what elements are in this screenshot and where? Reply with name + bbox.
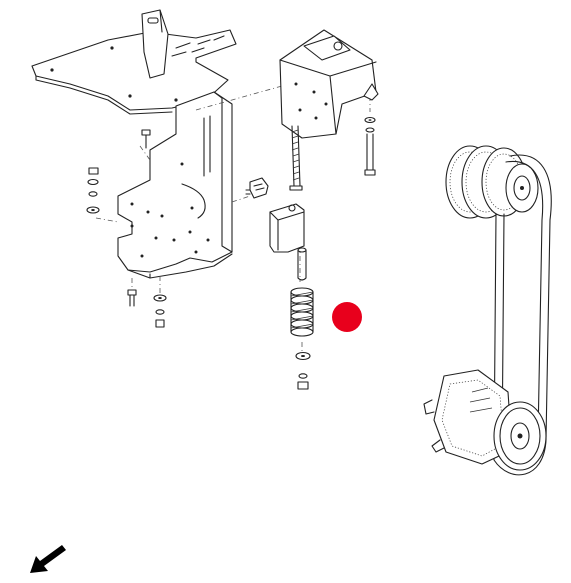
guide-block [269, 203, 305, 253]
tension-rod [289, 125, 303, 191]
spring-stack [290, 287, 314, 337]
tensioner-housing [279, 29, 379, 139]
sensor-switch [245, 177, 269, 199]
upper-pulley [445, 145, 539, 219]
lower-pulley [423, 369, 547, 471]
direction-arrow-icon [30, 545, 66, 573]
alignment-lines [95, 85, 371, 352]
guide-pin [297, 247, 307, 281]
washer-stack-left [86, 167, 100, 214]
mounting-bracket [31, 9, 237, 279]
housing-bolt [364, 116, 376, 176]
highlight-marker[interactable] [332, 302, 362, 332]
washer-stack-bottom [153, 294, 167, 328]
spring-washer-nut [295, 351, 311, 390]
belt-drive-assembly [423, 145, 552, 476]
bolt-bottom [127, 289, 137, 307]
bolt-top [141, 129, 151, 149]
